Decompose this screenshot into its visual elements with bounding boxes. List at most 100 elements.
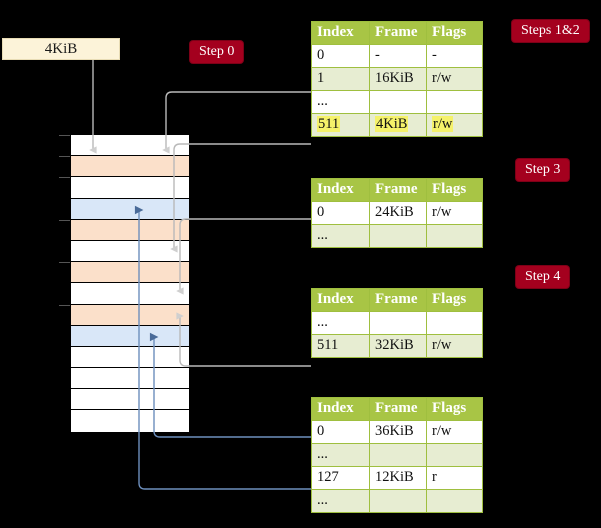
column-header-frame: Frame bbox=[369, 178, 427, 202]
table-header-row: Index Frame Flags bbox=[311, 397, 483, 421]
cell-flags bbox=[426, 489, 483, 513]
memory-row bbox=[71, 283, 189, 305]
badge-step-4: Step 4 bbox=[516, 266, 570, 289]
column-header-index: Index bbox=[311, 397, 370, 421]
cell-flags: - bbox=[426, 44, 483, 68]
column-header-flags: Flags bbox=[426, 178, 483, 202]
memory-row bbox=[71, 177, 189, 199]
table-row: 0-- bbox=[311, 44, 483, 68]
badge-step-3: Step 3 bbox=[516, 159, 570, 182]
table-header-row: Index Frame Flags bbox=[311, 21, 483, 45]
highlighted-value: r/w bbox=[432, 116, 454, 132]
memory-row bbox=[71, 219, 189, 241]
memory-row bbox=[71, 346, 189, 369]
cell-frame: 36KiB bbox=[369, 420, 427, 444]
memory-row-tick bbox=[59, 135, 70, 136]
cell-frame: 32KiB bbox=[369, 334, 427, 358]
cell-frame bbox=[369, 443, 427, 467]
column-header-index: Index bbox=[311, 178, 370, 202]
cell-frame bbox=[369, 224, 427, 248]
table-header-row: Index Frame Flags bbox=[311, 288, 483, 312]
cell-index: ... bbox=[311, 489, 370, 513]
badge-step-0: Step 0 bbox=[190, 41, 244, 64]
table-row: 511 4KiB r/w bbox=[311, 113, 483, 137]
memory-row bbox=[71, 262, 189, 284]
table-row: ... bbox=[311, 489, 483, 513]
memory-row bbox=[71, 304, 189, 326]
memory-row-tick bbox=[59, 262, 70, 264]
memory-row bbox=[71, 410, 189, 432]
cell-index: ... bbox=[311, 224, 370, 248]
column-header-flags: Flags bbox=[426, 21, 483, 45]
table-header-row: Index Frame Flags bbox=[311, 178, 483, 202]
column-header-index: Index bbox=[311, 288, 370, 312]
table-row: ... bbox=[311, 311, 483, 335]
source-size-label: 4KiB bbox=[44, 40, 78, 57]
badge-steps-1-and-2: Steps 1&2 bbox=[512, 20, 589, 43]
cell-index: 0 bbox=[311, 201, 370, 225]
column-header-flags: Flags bbox=[426, 397, 483, 421]
memory-row bbox=[71, 240, 189, 263]
memory-row bbox=[71, 325, 189, 347]
column-header-flags: Flags bbox=[426, 288, 483, 312]
column-header-frame: Frame bbox=[369, 288, 427, 312]
cell-flags: r/w bbox=[426, 201, 483, 225]
cell-flags: r/w bbox=[426, 67, 483, 91]
cell-frame: 4KiB bbox=[369, 113, 427, 137]
column-header-index: Index bbox=[311, 21, 370, 45]
source-size-box: 4KiB bbox=[2, 38, 120, 60]
cell-index: 0 bbox=[311, 420, 370, 444]
wire-table1-row511-to-memory bbox=[170, 143, 311, 253]
cell-index: 511 bbox=[311, 113, 370, 137]
memory-column bbox=[70, 134, 190, 432]
cell-flags: r bbox=[426, 466, 483, 490]
cell-frame: 16KiB bbox=[369, 67, 427, 91]
highlighted-value: 4KiB bbox=[375, 116, 409, 132]
cell-flags: r/w bbox=[426, 334, 483, 358]
memory-row-tick bbox=[59, 177, 70, 179]
cell-index: ... bbox=[311, 90, 370, 114]
cell-index: 511 bbox=[311, 334, 370, 358]
wire-table2-row0-to-memory bbox=[176, 218, 311, 295]
cell-flags: r/w bbox=[426, 420, 483, 444]
cell-flags bbox=[426, 443, 483, 467]
table-row: ... bbox=[311, 443, 483, 467]
memory-row bbox=[71, 389, 189, 411]
cell-flags bbox=[426, 224, 483, 248]
wire-memory-to-table3-row511 bbox=[176, 312, 311, 367]
cell-frame: 24KiB bbox=[369, 201, 427, 225]
cell-frame bbox=[369, 489, 427, 513]
cell-index: 127 bbox=[311, 466, 370, 490]
memory-row bbox=[71, 198, 189, 220]
memory-row bbox=[71, 368, 189, 390]
table-row: ... bbox=[311, 90, 483, 114]
cell-flags bbox=[426, 311, 483, 335]
cell-index: 0 bbox=[311, 44, 370, 68]
cell-frame: - bbox=[369, 44, 427, 68]
column-header-frame: Frame bbox=[369, 397, 427, 421]
table-row: ... bbox=[311, 224, 483, 248]
cell-flags: r/w bbox=[426, 113, 483, 137]
memory-row bbox=[71, 135, 189, 157]
cell-frame: 12KiB bbox=[369, 466, 427, 490]
cell-frame bbox=[369, 90, 427, 114]
highlighted-value: 511 bbox=[317, 116, 341, 132]
memory-row-tick bbox=[59, 156, 70, 158]
memory-row bbox=[71, 156, 189, 178]
cell-index: 1 bbox=[311, 67, 370, 91]
cell-flags bbox=[426, 90, 483, 114]
cell-index: ... bbox=[311, 443, 370, 467]
memory-row-tick bbox=[59, 304, 70, 306]
